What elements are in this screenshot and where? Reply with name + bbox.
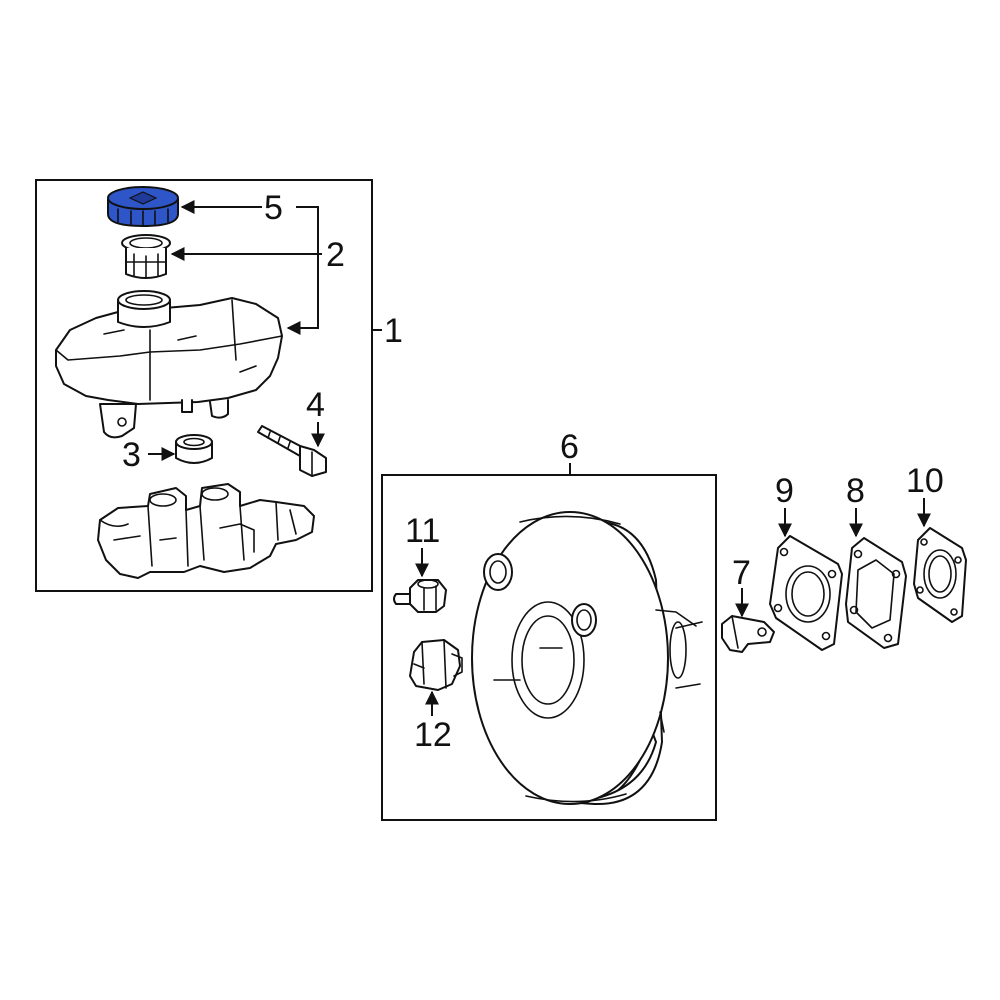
- brake-booster-group-box: [381, 474, 717, 821]
- callout-4[interactable]: 4: [306, 386, 325, 424]
- reservoir-cap-diamond: [128, 191, 158, 205]
- reservoir-strainer-part-2[interactable]: [121, 234, 171, 279]
- callout-12[interactable]: 12: [414, 716, 452, 754]
- callout-5[interactable]: 5: [264, 189, 283, 227]
- callout-7[interactable]: 7: [732, 554, 751, 592]
- reservoir-tank[interactable]: [55, 290, 283, 439]
- gasket-part-9[interactable]: [769, 535, 843, 651]
- callout-5-bracket: [286, 206, 319, 335]
- clevis-part-7[interactable]: [721, 615, 775, 653]
- reservoir-cap-part-5[interactable]: [107, 186, 179, 228]
- check-valve-part-11[interactable]: [393, 579, 447, 613]
- master-cylinder-group-box: [35, 179, 373, 592]
- spacer-part-8[interactable]: [845, 537, 907, 649]
- callout-8[interactable]: 8: [846, 472, 865, 510]
- bolt-part-4[interactable]: [257, 425, 327, 477]
- callout-10[interactable]: 10: [906, 462, 944, 500]
- grommet-part-3[interactable]: [175, 434, 213, 464]
- callout-2[interactable]: 2: [326, 236, 345, 274]
- master-cylinder-body[interactable]: [97, 483, 315, 579]
- callout-3[interactable]: 3: [122, 436, 141, 474]
- callout-9[interactable]: 9: [775, 472, 794, 510]
- callout-11[interactable]: 11: [405, 512, 440, 550]
- gasket-part-10[interactable]: [913, 527, 967, 623]
- callout-6[interactable]: 6: [560, 428, 579, 466]
- sensor-part-12[interactable]: [409, 639, 463, 691]
- callout-1[interactable]: 1: [384, 312, 403, 350]
- brake-booster[interactable]: [471, 511, 703, 806]
